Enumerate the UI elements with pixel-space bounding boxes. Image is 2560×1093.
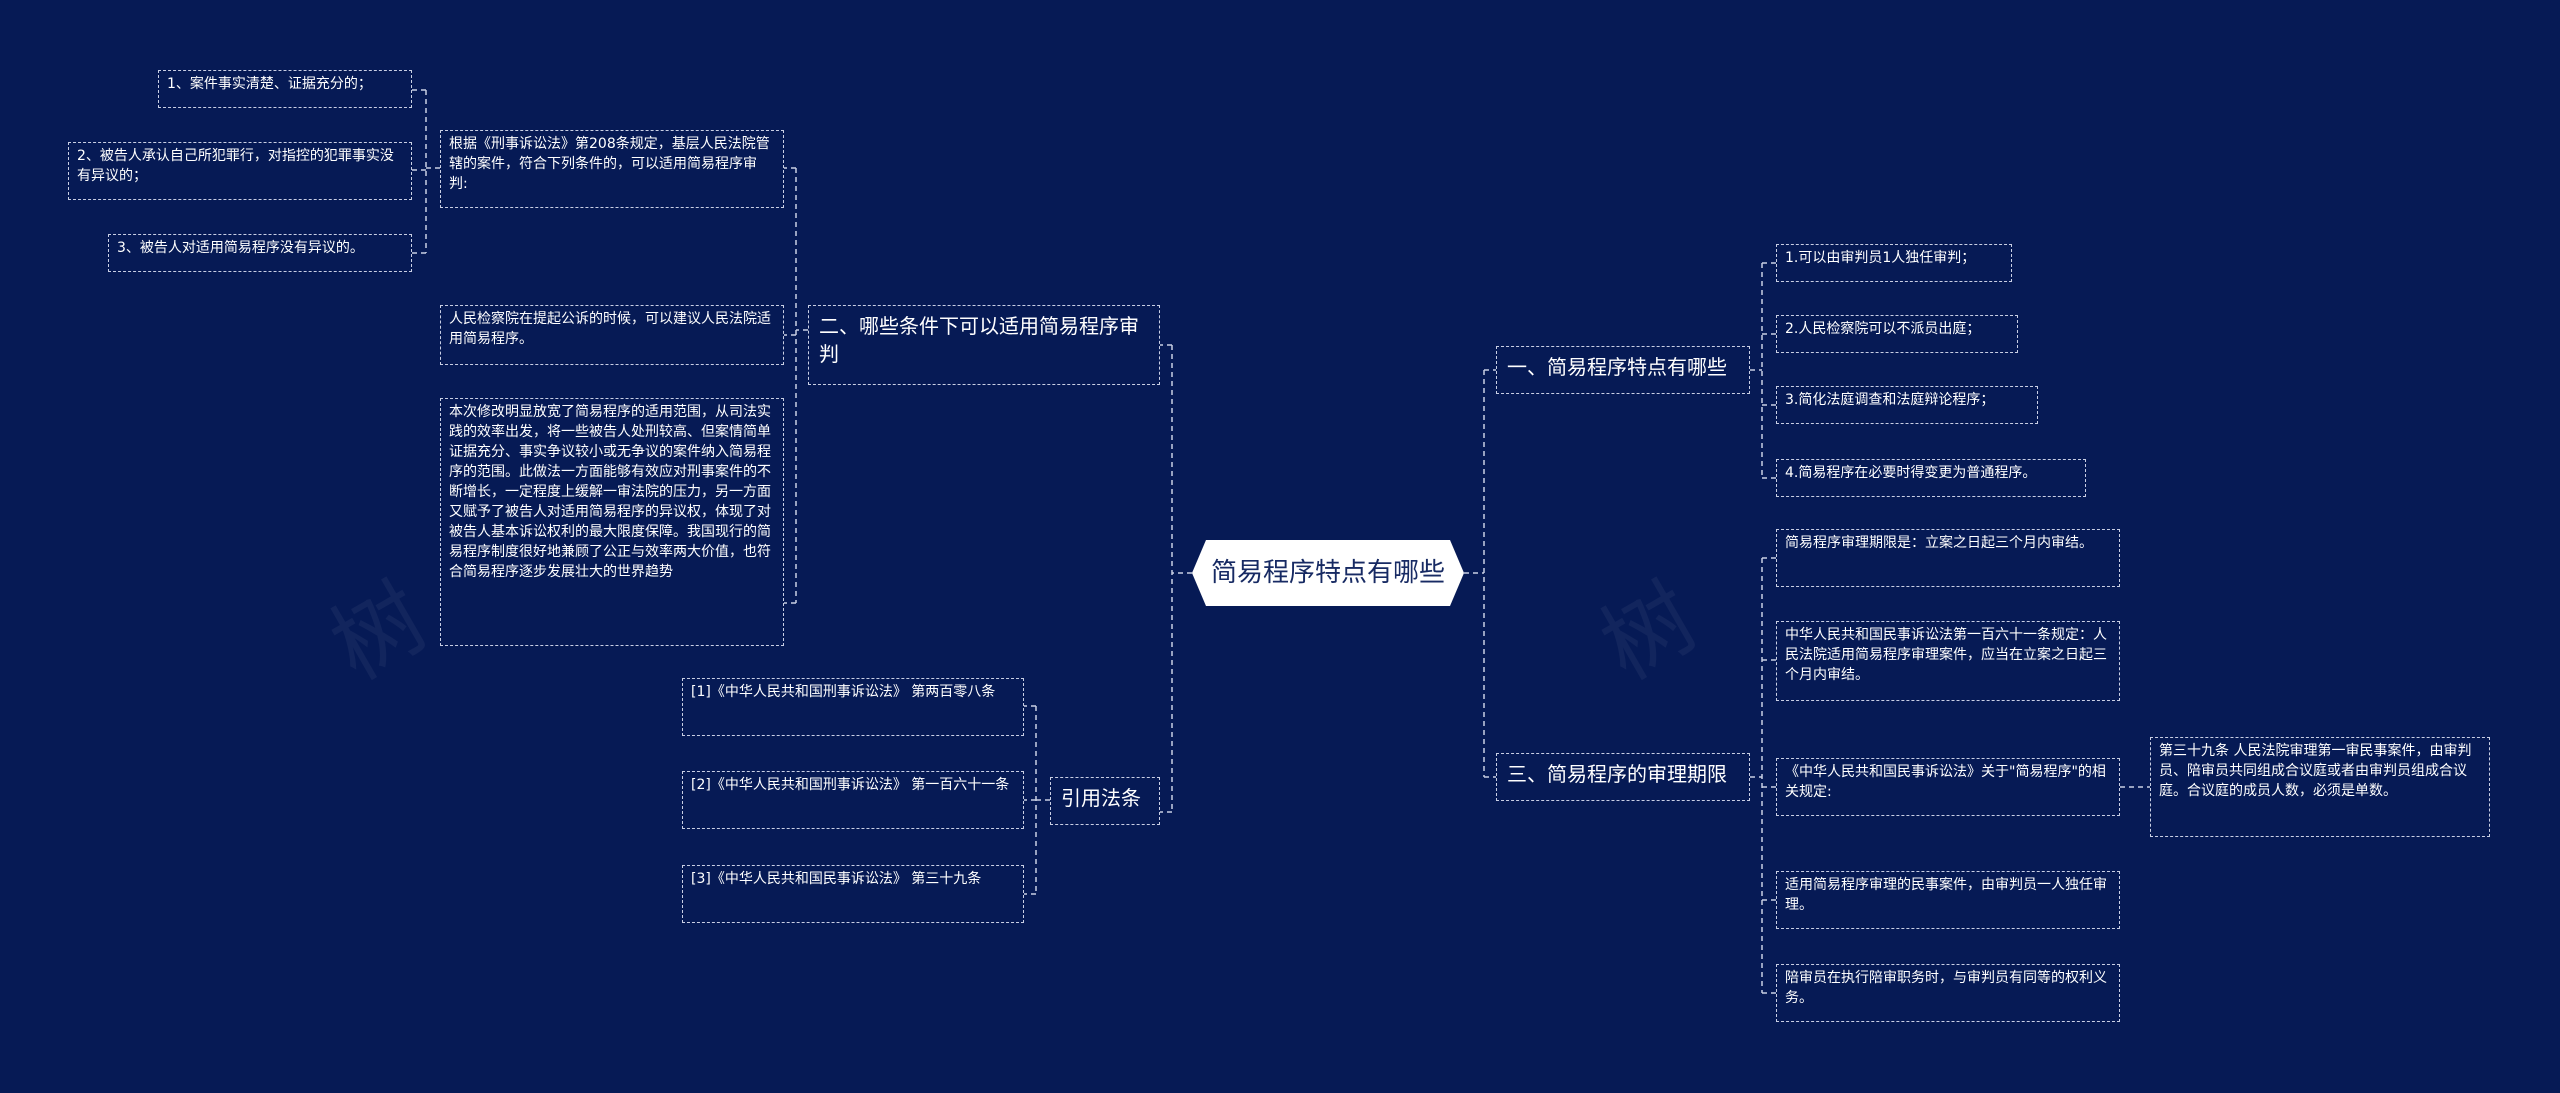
law-item-2-text: [2]《中华人民共和国刑事诉讼法》 第一百六十一条 <box>691 777 1010 793</box>
law-item-1-text: [1]《中华人民共和国刑事诉讼法》 第两百零八条 <box>691 684 996 700</box>
condition-item-1[interactable]: 1、案件事实清楚、证据充分的； <box>158 70 412 108</box>
period-item-5-text: 陪审员在执行陪审职务时，与审判员有同等的权利义务。 <box>1785 970 2107 1006</box>
feature-item-1-text: 1.可以由审判员1人独任审判； <box>1785 250 1976 266</box>
conditions-intro-text: 根据《刑事诉讼法》第208条规定，基层人民法院管辖的案件，符合下列条件的，可以适… <box>449 136 770 192</box>
law-item-2[interactable]: [2]《中华人民共和国刑事诉讼法》 第一百六十一条 <box>682 771 1024 829</box>
condition-item-2[interactable]: 2、被告人承认自己所犯罪行，对指控的犯罪事实没有异议的； <box>68 142 412 200</box>
root-topic-label: 简易程序特点有哪些 <box>1210 558 1445 588</box>
article-39[interactable]: 第三十九条 人民法院审理第一审民事案件，由审判员、陪审员共同组成合议庭或者由审判… <box>2150 737 2490 837</box>
feature-item-3[interactable]: 3.简化法庭调查和法庭辩论程序； <box>1776 386 2038 424</box>
branch-laws[interactable]: 引用法条 <box>1050 777 1160 825</box>
condition-item-1-text: 1、案件事实清楚、证据充分的； <box>167 76 372 92</box>
commentary-note[interactable]: 本次修改明显放宽了简易程序的适用范围，从司法实践的效率出发，将一些被告人处刑较高… <box>440 398 784 646</box>
feature-item-2[interactable]: 2.人民检察院可以不派员出庭； <box>1776 315 2018 353</box>
commentary-note-text: 本次修改明显放宽了简易程序的适用范围，从司法实践的效率出发，将一些被告人处刑较高… <box>449 404 771 580</box>
period-item-4[interactable]: 适用简易程序审理的民事案件，由审判员一人独任审理。 <box>1776 871 2120 929</box>
feature-item-2-text: 2.人民检察院可以不派员出庭； <box>1785 321 1981 337</box>
period-item-1[interactable]: 简易程序审理期限是：立案之日起三个月内审结。 <box>1776 529 2120 587</box>
feature-item-3-text: 3.简化法庭调查和法庭辩论程序； <box>1785 392 1995 408</box>
period-item-2-text: 中华人民共和国民事诉讼法第一百六十一条规定：人民法院适用简易程序审理案件，应当在… <box>1785 627 2107 683</box>
branch-laws-label: 引用法条 <box>1061 786 1141 810</box>
procuratorate-note-text: 人民检察院在提起公诉的时候，可以建议人民法院适用简易程序。 <box>449 311 771 347</box>
procuratorate-note[interactable]: 人民检察院在提起公诉的时候，可以建议人民法院适用简易程序。 <box>440 305 784 365</box>
feature-item-4-text: 4.简易程序在必要时得变更为普通程序。 <box>1785 465 2037 481</box>
period-item-5[interactable]: 陪审员在执行陪审职务时，与审判员有同等的权利义务。 <box>1776 964 2120 1022</box>
branch-conditions-label: 二、哪些条件下可以适用简易程序审判 <box>819 314 1139 366</box>
law-item-3-text: [3]《中华人民共和国民事诉讼法》 第三十九条 <box>691 871 982 887</box>
feature-item-4[interactable]: 4.简易程序在必要时得变更为普通程序。 <box>1776 459 2086 497</box>
conditions-intro[interactable]: 根据《刑事诉讼法》第208条规定，基层人民法院管辖的案件，符合下列条件的，可以适… <box>440 130 784 208</box>
branch-period[interactable]: 三、简易程序的审理期限 <box>1496 753 1750 801</box>
branch-conditions[interactable]: 二、哪些条件下可以适用简易程序审判 <box>808 305 1160 385</box>
period-item-3-text: 《中华人民共和国民事诉讼法》关于"简易程序"的相关规定: <box>1785 764 2106 800</box>
period-item-2[interactable]: 中华人民共和国民事诉讼法第一百六十一条规定：人民法院适用简易程序审理案件，应当在… <box>1776 621 2120 701</box>
period-item-4-text: 适用简易程序审理的民事案件，由审判员一人独任审理。 <box>1785 877 2107 913</box>
branch-period-label: 三、简易程序的审理期限 <box>1507 762 1727 786</box>
root-topic[interactable]: 简易程序特点有哪些 <box>1192 540 1464 606</box>
law-item-1[interactable]: [1]《中华人民共和国刑事诉讼法》 第两百零八条 <box>682 678 1024 736</box>
period-item-3[interactable]: 《中华人民共和国民事诉讼法》关于"简易程序"的相关规定: <box>1776 758 2120 816</box>
period-item-1-text: 简易程序审理期限是：立案之日起三个月内审结。 <box>1785 535 2093 551</box>
article-39-text: 第三十九条 人民法院审理第一审民事案件，由审判员、陪审员共同组成合议庭或者由审判… <box>2159 743 2472 799</box>
condition-item-3-text: 3、被告人对适用简易程序没有异议的。 <box>117 240 364 256</box>
branch-features[interactable]: 一、简易程序特点有哪些 <box>1496 346 1750 394</box>
law-item-3[interactable]: [3]《中华人民共和国民事诉讼法》 第三十九条 <box>682 865 1024 923</box>
branch-features-label: 一、简易程序特点有哪些 <box>1507 355 1727 379</box>
feature-item-1[interactable]: 1.可以由审判员1人独任审判； <box>1776 244 2012 282</box>
condition-item-3[interactable]: 3、被告人对适用简易程序没有异议的。 <box>108 234 412 272</box>
condition-item-2-text: 2、被告人承认自己所犯罪行，对指控的犯罪事实没有异议的； <box>77 148 394 184</box>
